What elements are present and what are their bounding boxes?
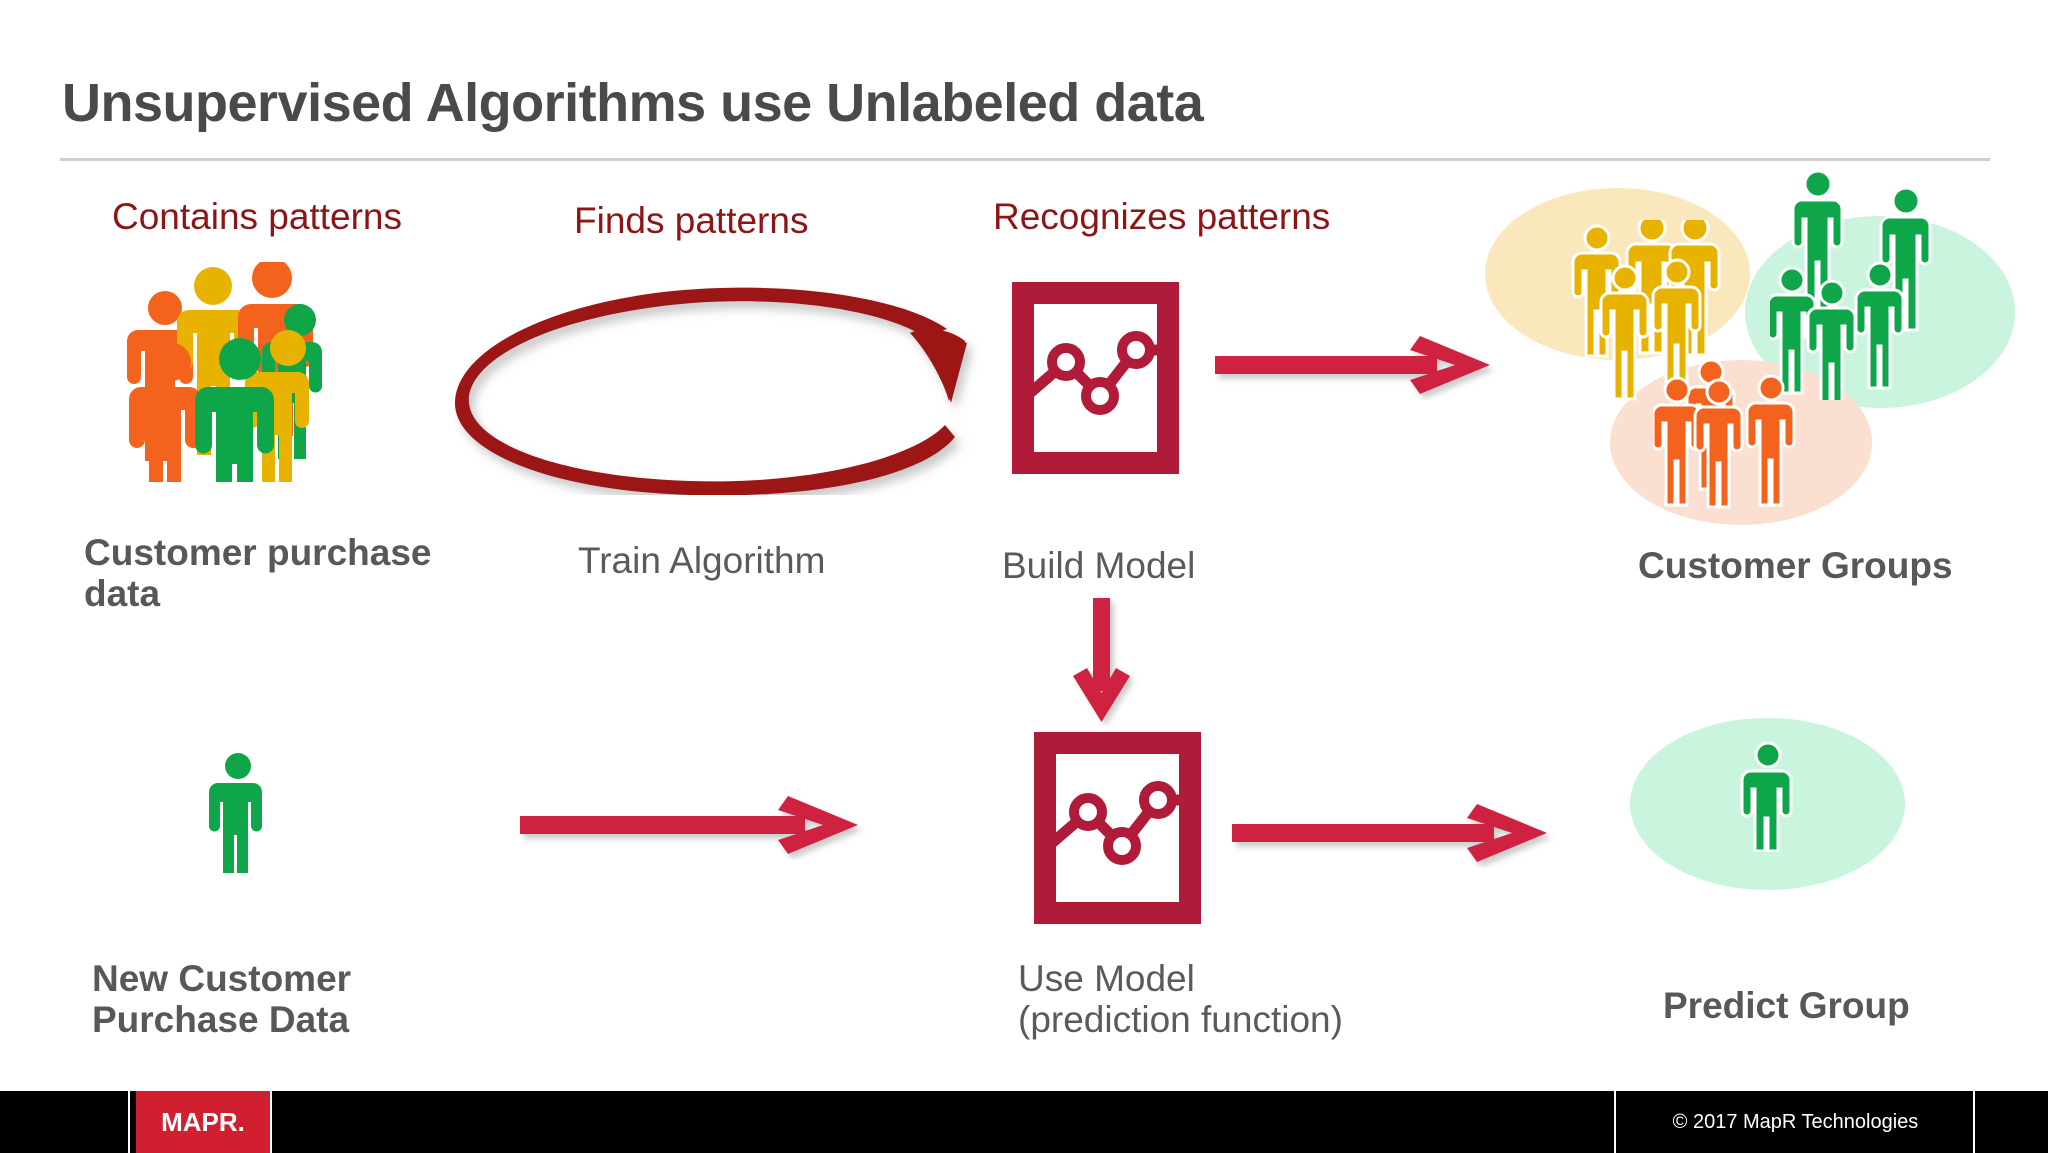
right-arrow-icon-predict bbox=[1232, 804, 1547, 862]
right-arrow-icon bbox=[1215, 336, 1490, 394]
mapr-logo: MAPR. bbox=[136, 1091, 270, 1153]
caption-line-1: Use Model (prediction function) bbox=[1018, 958, 1343, 1041]
right-arrow-icon-input bbox=[520, 796, 858, 854]
circular-arrow-icon bbox=[455, 287, 967, 495]
footer-divider-left bbox=[128, 1091, 130, 1153]
caption-predict-group: Predict Group bbox=[1663, 985, 1910, 1026]
caption-line-1: Customer purchase data bbox=[84, 532, 432, 615]
caption-new-customer-purchase-data: New Customer Purchase Data bbox=[92, 958, 512, 1041]
line-chart-model-icon-use bbox=[1034, 732, 1201, 924]
title-divider bbox=[60, 158, 1990, 161]
person-icon-green-group bbox=[1770, 170, 1932, 400]
label-contains-patterns: Contains patterns bbox=[112, 196, 403, 237]
person-icon-orange-group bbox=[1653, 360, 1796, 509]
footer-copyright: © 2017 MapR Technologies bbox=[1672, 1110, 1919, 1133]
page-title: Unsupervised Algorithms use Unlabeled da… bbox=[62, 73, 1204, 133]
mapr-logo-text: MAPR. bbox=[161, 1106, 245, 1137]
label-recognizes-patterns: Recognizes patterns bbox=[993, 196, 1331, 237]
down-arrow-icon bbox=[1073, 598, 1130, 722]
person-icon-predicted bbox=[1740, 742, 1793, 852]
line-chart-model-icon bbox=[1012, 282, 1179, 474]
caption-use-model: Use Model (prediction function) bbox=[1018, 958, 1488, 1041]
footer-divider-copy-left bbox=[1614, 1091, 1616, 1153]
caption-build-model: Build Model bbox=[1002, 545, 1196, 586]
person-icon-new-customer bbox=[209, 753, 262, 873]
footer-divider-logo-right bbox=[270, 1091, 272, 1153]
caption-customer-purchase-data: Customer purchase data bbox=[84, 532, 484, 615]
person-icon-gold-group bbox=[1571, 220, 1721, 401]
caption-train-algorithm: Train Algorithm bbox=[578, 540, 826, 581]
caption-line-1: New Customer Purchase Data bbox=[92, 958, 352, 1041]
people-cluster-icon bbox=[127, 262, 322, 482]
footer-bar bbox=[0, 1091, 2048, 1153]
label-finds-patterns: Finds patterns bbox=[574, 200, 809, 241]
footer-divider-copy-right bbox=[1973, 1091, 1975, 1153]
caption-customer-groups: Customer Groups bbox=[1638, 545, 1953, 586]
